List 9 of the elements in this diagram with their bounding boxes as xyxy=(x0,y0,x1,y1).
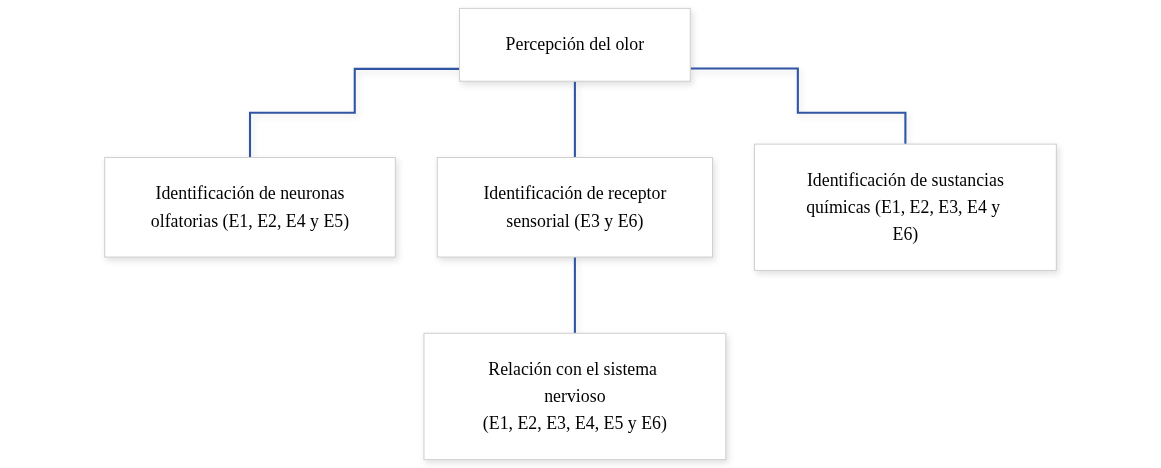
connector xyxy=(248,67,460,159)
node-box: Identificación de neuronas olfatorias (E1, E2, E4 y E5) xyxy=(104,156,396,258)
connector xyxy=(573,256,576,335)
node-box: Identificación de receptor sensorial (E3 y E6) xyxy=(436,156,714,258)
node-box: Relación con el sistema nervioso (E1, E2, E3, E4, E5 y E6) xyxy=(423,332,727,461)
node-box: Percepción del olor xyxy=(458,7,691,82)
connector xyxy=(690,67,907,146)
connector xyxy=(573,80,576,159)
node-box: Identificación de sustancias químicas (E1, E2, E3, E4 y E6) xyxy=(753,143,1057,271)
